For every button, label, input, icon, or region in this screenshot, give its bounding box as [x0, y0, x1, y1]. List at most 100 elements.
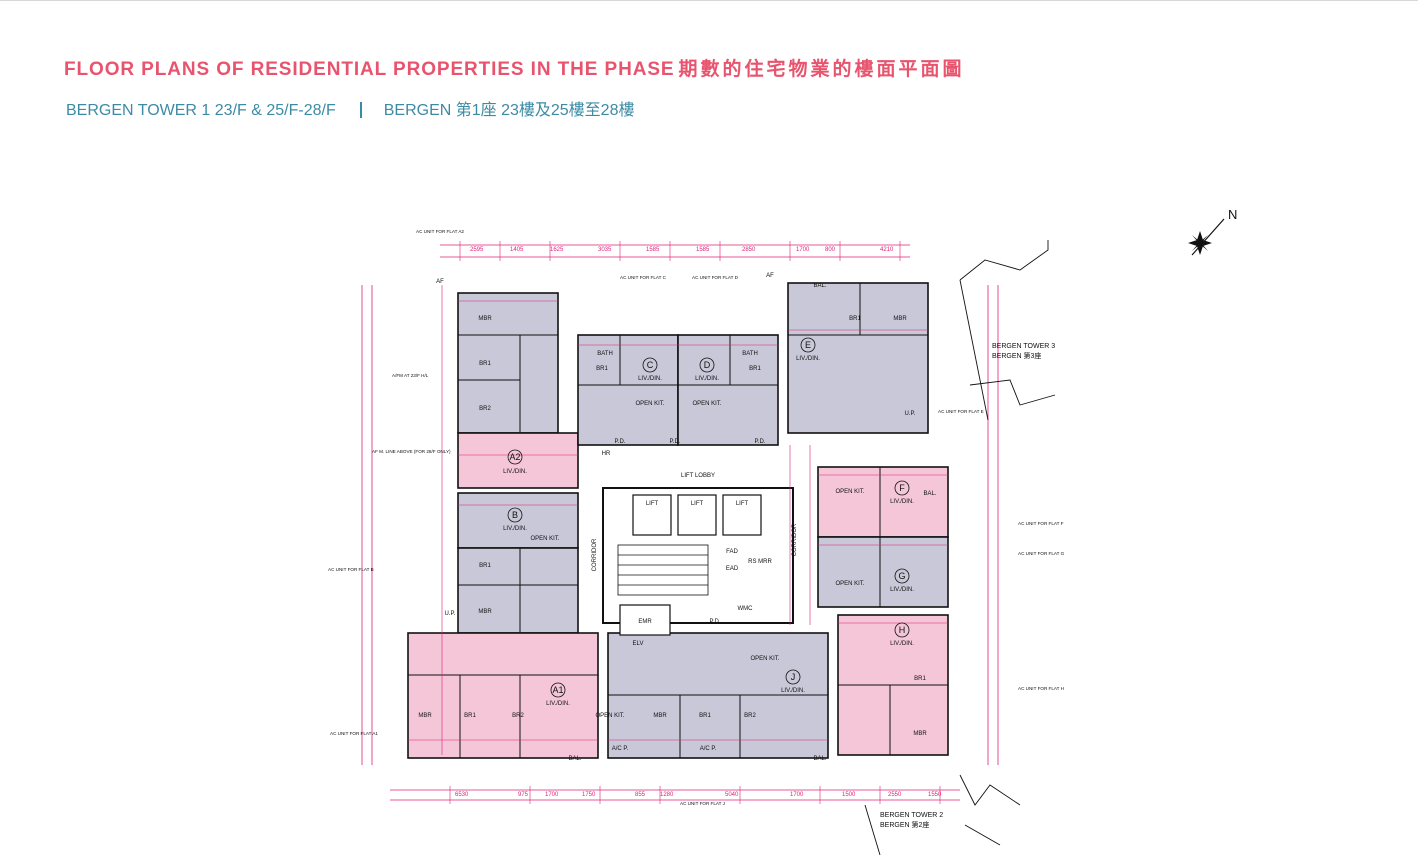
- emr-label: EMR: [638, 619, 652, 625]
- flat-d: [677, 334, 779, 446]
- compass-star-icon: [1188, 231, 1212, 255]
- flat-d-marker: [699, 357, 715, 373]
- flat-b-living-label: LIV./DIN.: [503, 526, 527, 532]
- rs-mrr-label: RS MRR: [748, 559, 772, 565]
- flat-b-bedrooms: [457, 547, 579, 634]
- hr-label: HR: [602, 451, 611, 457]
- inner-dimension-lines: [408, 285, 948, 755]
- elv-label: ELV: [633, 641, 644, 647]
- flat-b-label: B: [512, 510, 518, 520]
- staircase: [617, 544, 709, 596]
- lift-1: [632, 494, 672, 536]
- dim-bottom-7: 5040: [725, 792, 739, 798]
- a2-br2-label: BR2: [479, 406, 491, 412]
- north-arrow-shaft: [1191, 218, 1225, 256]
- flat-a1-marker: [550, 682, 566, 698]
- a1-master-label: MBR: [418, 713, 432, 719]
- tower2-outline: [864, 774, 1021, 855]
- flat-c-marker: [642, 357, 658, 373]
- lift-2-label: LIFT: [691, 501, 704, 507]
- ac-a1-note: AC UNIT FOR FLAT A1: [330, 731, 378, 736]
- dim-top-4: 3035: [598, 247, 612, 253]
- flat-j-living-label: LIV./DIN.: [781, 688, 805, 694]
- dim-top-5: 1585: [646, 247, 660, 253]
- dim-bottom-4: 1750: [582, 792, 596, 798]
- dim-top-6: 1585: [696, 247, 710, 253]
- dim-bottom-9: 1500: [842, 792, 856, 798]
- j-master-label: MBR: [653, 713, 667, 719]
- flat-j-marker: [785, 669, 801, 685]
- a1-br2-label: BR2: [512, 713, 524, 719]
- flat-g: [817, 536, 949, 608]
- north-label: N: [1228, 207, 1237, 222]
- flat-a1-label: A1: [552, 685, 563, 695]
- a1-br1-label: BR1: [464, 713, 476, 719]
- dim-top-7: 2850: [742, 247, 756, 253]
- ac-j-note: AC UNIT FOR FLAT J: [680, 801, 725, 806]
- lift-3-label: LIFT: [736, 501, 749, 507]
- ac-d-note: AC UNIT FOR FLAT D: [692, 275, 739, 280]
- e-up-label: U.P.: [905, 411, 916, 417]
- fad-label: FAD: [726, 549, 738, 555]
- lift-3: [722, 494, 762, 536]
- flat-a2-living-label: LIV./DIN.: [503, 469, 527, 475]
- a1-kitchen-label: OPEN KIT.: [595, 713, 624, 719]
- f-balcony-label: BAL.: [923, 491, 936, 497]
- subtitle-en: BERGEN TOWER 1 23/F & 25/F-28/F: [66, 102, 336, 119]
- lift-2: [677, 494, 717, 536]
- flat-c-living-label: LIV./DIN.: [638, 376, 662, 382]
- ac-a2-note: AC UNIT FOR FLAT A2: [416, 229, 464, 234]
- line-above-note: AF M. LINE ABOVE (FOR 28/F ONLY): [372, 449, 451, 454]
- flat-e: [787, 282, 929, 434]
- e-br1-label: BR1: [849, 316, 861, 322]
- dim-top-2: 1405: [510, 247, 524, 253]
- flat-b-marker: [507, 507, 523, 523]
- c-pd-label: P.D.: [615, 439, 626, 445]
- lift-lobby-label: LIFT LOBBY: [681, 473, 715, 479]
- b-kitchen-label: OPEN KIT.: [530, 536, 559, 542]
- top-dimension-line: [440, 244, 910, 258]
- flat-c: [577, 334, 679, 446]
- flat-g-living-label: LIV./DIN.: [890, 587, 914, 593]
- dim-bottom-8: 1700: [790, 792, 804, 798]
- afm-note: A/FM AT 23/F H/L: [392, 373, 429, 378]
- flat-b-living: [457, 492, 579, 549]
- ac-f-note: AC UNIT FOR FLAT F: [1018, 521, 1064, 526]
- a1-ac-label: A/C P.: [612, 746, 629, 752]
- flat-a2-label: A2: [509, 452, 520, 462]
- flat-a2-bedrooms: [457, 292, 559, 434]
- f-kitchen-label: OPEN KIT.: [835, 489, 864, 495]
- ac-h-note: AC UNIT FOR FLAT H: [1018, 686, 1064, 691]
- partition-walls: [408, 283, 948, 758]
- d-br1-label: BR1: [749, 366, 761, 372]
- a2-br1-label: BR1: [479, 361, 491, 367]
- flat-e-living-label: LIV./DIN.: [796, 356, 820, 362]
- dim-bottom-10: 2550: [888, 792, 902, 798]
- flat-d-label: D: [704, 360, 711, 370]
- g-kitchen-label: OPEN KIT.: [835, 581, 864, 587]
- flat-f-marker: [894, 480, 910, 496]
- c-kitchen-label: OPEN KIT.: [635, 401, 664, 407]
- dim-bottom-11: 1550: [928, 792, 942, 798]
- tower2-label-en: BERGEN TOWER 2: [880, 812, 943, 819]
- c-br1-label: BR1: [596, 366, 608, 372]
- dim-bottom-3: 1700: [545, 792, 559, 798]
- j-ac-label: A/C P.: [700, 746, 717, 752]
- e-af-label: AF: [766, 273, 774, 279]
- dim-top-8: 1700: [796, 247, 810, 253]
- corridor-left-label: CORRIDOR: [592, 538, 598, 571]
- e-master-label: MBR: [893, 316, 907, 322]
- b-br1-label: BR1: [479, 563, 491, 569]
- j-br2-label: BR2: [744, 713, 756, 719]
- j-br1-label: BR1: [699, 713, 711, 719]
- right-dimension-line: [987, 285, 999, 765]
- tower3-outline: [959, 240, 1056, 421]
- dim-top-9: 800: [825, 247, 836, 253]
- flat-f-living-label: LIV./DIN.: [890, 499, 914, 505]
- j-balcony-label: BAL.: [813, 756, 826, 762]
- dim-bottom-5: 855: [635, 792, 646, 798]
- core-pd2-label: P.D.: [710, 619, 721, 625]
- dim-bottom-2: 975: [518, 792, 529, 798]
- tower3-label-zh: BERGEN 第3座: [992, 351, 1041, 360]
